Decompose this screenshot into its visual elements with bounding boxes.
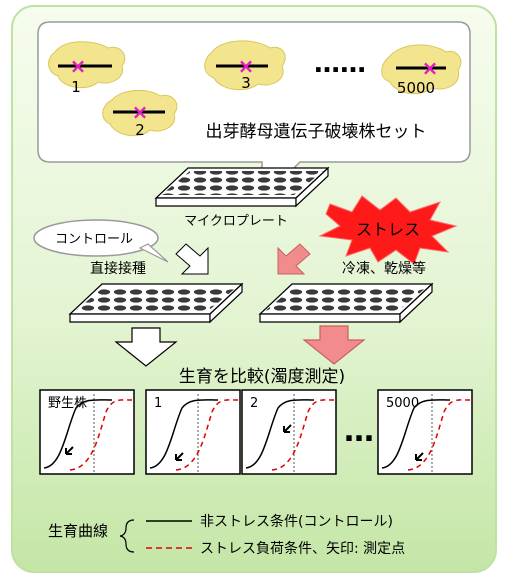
microplate-control <box>68 282 244 324</box>
panel-label: 1 <box>154 396 162 411</box>
measurement-arrow-icon <box>283 424 292 433</box>
stress-label: ストレス <box>356 220 420 239</box>
marker-x-icon: × <box>132 100 149 124</box>
yeast-cell-3: × 3 <box>204 40 286 92</box>
microplate-stress <box>258 282 434 324</box>
control-bubble: コントロール <box>33 219 169 263</box>
growth-panel-3: 2 <box>241 389 337 475</box>
control-curve <box>381 399 451 469</box>
strains-ellipsis: …… <box>314 49 366 79</box>
stress-curve <box>175 399 239 471</box>
strain-label-2: 2 <box>135 121 145 139</box>
arrow-down-stress <box>302 325 366 365</box>
compare-title: 生育を比較(濁度測定) <box>179 367 345 387</box>
growth-panel-2: 1 <box>145 389 241 475</box>
stress-curve <box>69 399 133 471</box>
strain-label-5000: 5000 <box>397 79 435 97</box>
yeast-cell-2: × 2 <box>102 90 178 139</box>
stress-examples-label: 冷凍、乾燥等 <box>342 260 426 277</box>
yeast-cell-1: × 1 <box>48 41 126 96</box>
growth-curve-panels: 野生株 1 2 5000 <box>39 389 473 475</box>
arrow-to-control-plate <box>175 243 209 275</box>
control-curve <box>43 399 113 469</box>
stress-curve <box>407 399 471 471</box>
stress-burst-icon: ストレス <box>318 195 458 265</box>
direct-inoculation-label: 直接接種 <box>90 260 146 277</box>
marker-x-icon: × <box>422 56 439 80</box>
marker-x-icon: × <box>238 54 255 78</box>
panel-label: 野生株 <box>48 396 87 411</box>
stress-curve <box>271 399 335 471</box>
growth-panel-4: 5000 <box>377 389 473 475</box>
strain-label-3: 3 <box>241 74 251 92</box>
measurement-arrow-icon <box>415 452 424 461</box>
microplate-top <box>154 166 330 208</box>
control-curve <box>245 399 315 469</box>
control-bubble-label: コントロール <box>55 232 133 247</box>
measurement-arrow-icon <box>175 452 184 461</box>
marker-x-icon: × <box>70 54 87 78</box>
legend-dashed-label: ストレス負荷条件、矢印: 測定点 <box>200 540 405 557</box>
panels-ellipsis: … <box>344 414 374 449</box>
legend-brace <box>119 519 135 553</box>
growth-panel-1: 野生株 <box>39 389 135 475</box>
strain-set-title: 出芽酵母遺伝子破壊株セット <box>206 122 427 142</box>
arrow-down-control <box>114 327 178 367</box>
control-curve <box>149 399 219 469</box>
yeast-cell-5000: × 5000 <box>381 44 462 97</box>
legend-title: 生育曲線 <box>48 522 108 540</box>
legend-solid-label: 非ストレス条件(コントロール) <box>200 513 393 530</box>
strain-label-1: 1 <box>71 78 81 96</box>
panel-label: 5000 <box>386 396 419 411</box>
legend: 生育曲線 非ストレス条件(コントロール) ストレス負荷条件、矢印: 測定点 <box>48 513 405 557</box>
microplate-label: マイクロプレート <box>184 214 288 229</box>
measurement-arrow-icon <box>65 446 74 455</box>
panel-label: 2 <box>250 396 258 411</box>
arrow-to-stress-plate <box>277 243 311 275</box>
